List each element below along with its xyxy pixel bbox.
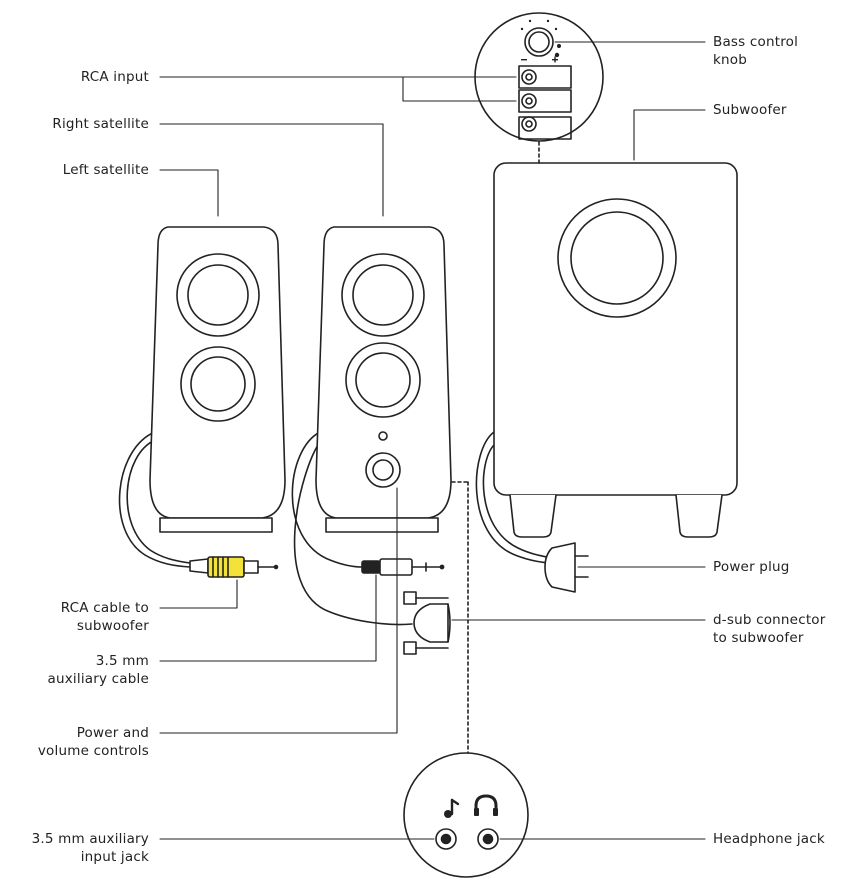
label-aux-input-jack: 3.5 mm auxiliary input jack [31,831,149,865]
bass-scale-dots [520,19,561,63]
label-aux-cable: 3.5 mm auxiliary cable [47,653,149,687]
label-subwoofer: Subwoofer [713,102,787,118]
jack-panel-inset [403,752,529,878]
label-power-plug: Power plug [713,559,790,575]
left-satellite-speaker [149,226,286,533]
rca-plug [189,556,279,578]
label-left-satellite: Left satellite [62,162,149,178]
label-rca-input: RCA input [80,69,149,85]
subwoofer-unit [493,162,738,538]
cables [118,431,553,626]
music-note-icon [444,798,460,818]
right-satellite-speaker [315,226,452,533]
connection-dots [451,141,540,754]
label-right-satellite: Right satellite [52,116,149,132]
label-headphone-jack: Headphone jack [713,831,825,847]
headphones-icon [474,794,498,816]
power-plug [544,542,589,593]
label-dsub: d-sub connector to subwoofer [713,612,826,646]
label-power-volume: Power and volume controls [37,725,149,759]
dsub-connector-plug [403,591,451,655]
aux-plug [361,558,445,576]
label-rca-cable: RCA cable to subwoofer [60,600,149,634]
label-bass-knob: Bass control knob [713,34,799,68]
leader-lines [159,41,706,840]
